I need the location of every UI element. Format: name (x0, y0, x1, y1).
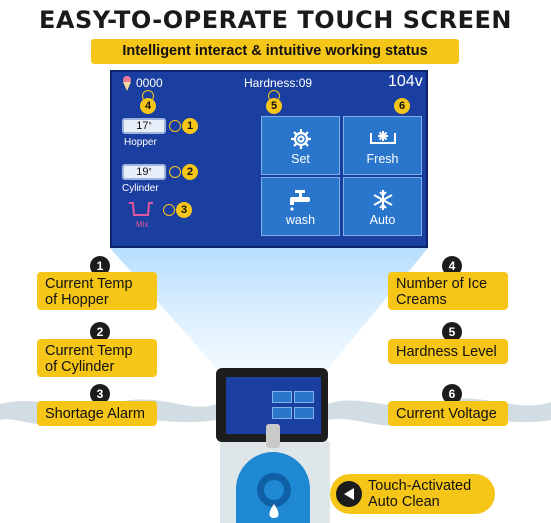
callout-current-voltage: Current Voltage (388, 401, 508, 426)
mini-tile (294, 391, 314, 403)
marker-ring (163, 204, 175, 216)
callout-shortage-alarm: Shortage Alarm (37, 401, 157, 426)
callout-cylinder-temp: Current Temp of Cylinder (37, 339, 157, 377)
marker-badge-hardness: 5 (266, 98, 282, 114)
ice-cream-icon (123, 76, 131, 91)
auto-button-label: Auto (369, 213, 396, 227)
hopper-label: Hopper (124, 137, 157, 148)
mix-tank-icon (129, 202, 153, 216)
control-screen: 0000 4 Hardness:09 5 104v 6 17° 1 Hopper… (110, 70, 428, 248)
auto-button[interactable]: Auto (343, 177, 422, 236)
page-title: EASY-TO-OPERATE TOUCH SCREEN (39, 6, 512, 34)
mix-label: Mix (136, 220, 149, 229)
ice-cream-count: 0000 (136, 76, 163, 90)
callout-number-4: 4 (442, 256, 462, 276)
callout-hardness-level: Hardness Level (388, 339, 508, 364)
callout-hopper-temp: Current Temp of Hopper (37, 272, 157, 310)
cylinder-temp-display: 19° (122, 164, 166, 180)
handle (266, 424, 280, 448)
hardness-readout: Hardness:09 (244, 76, 313, 90)
voltage-readout: 104v (388, 73, 423, 90)
cylinder-label: Cylinder (122, 183, 159, 194)
callout-number-6: 6 (442, 384, 462, 404)
callout-number-3: 3 (90, 384, 110, 404)
marker-ring (169, 120, 181, 132)
wash-button[interactable]: wash (261, 177, 340, 236)
set-button-label: Set (291, 152, 310, 166)
fresh-button-label: Fresh (366, 152, 399, 166)
arrow-left-icon (336, 481, 362, 507)
fresh-button[interactable]: Fresh (343, 116, 422, 175)
marker-badge-mix: 3 (176, 202, 192, 218)
snowflake-tray-icon (369, 131, 396, 144)
marker-ring (169, 166, 181, 178)
gear-icon (290, 129, 311, 149)
cylinder-temp-value: 19 (136, 166, 149, 178)
marker-badge-count: 4 (140, 98, 156, 114)
snowflake-icon (373, 190, 392, 210)
marker-badge-voltage: 6 (394, 98, 410, 114)
faucet-icon (289, 190, 310, 211)
dispenser-cap-icon (257, 473, 291, 518)
marker-badge-cylinder: 2 (182, 164, 198, 180)
callout-number-1: 1 (90, 256, 110, 276)
callout-ice-cream-count: Number of Ice Creams (388, 272, 508, 310)
callout-number-2: 2 (90, 322, 110, 342)
mini-tile (294, 407, 314, 419)
mini-tile (272, 407, 292, 419)
callout-number-5: 5 (442, 322, 462, 342)
subtitle-banner: Intelligent interact & intuitive working… (91, 39, 459, 64)
set-button[interactable]: Set (261, 116, 340, 175)
touch-auto-clean-label: Touch-Activated Auto Clean (368, 478, 472, 510)
mini-tile (272, 391, 292, 403)
wash-button-label: wash (285, 213, 316, 227)
hopper-temp-value: 17 (136, 120, 149, 132)
marker-badge-hopper: 1 (182, 118, 198, 134)
hopper-temp-display: 17° (122, 118, 166, 134)
